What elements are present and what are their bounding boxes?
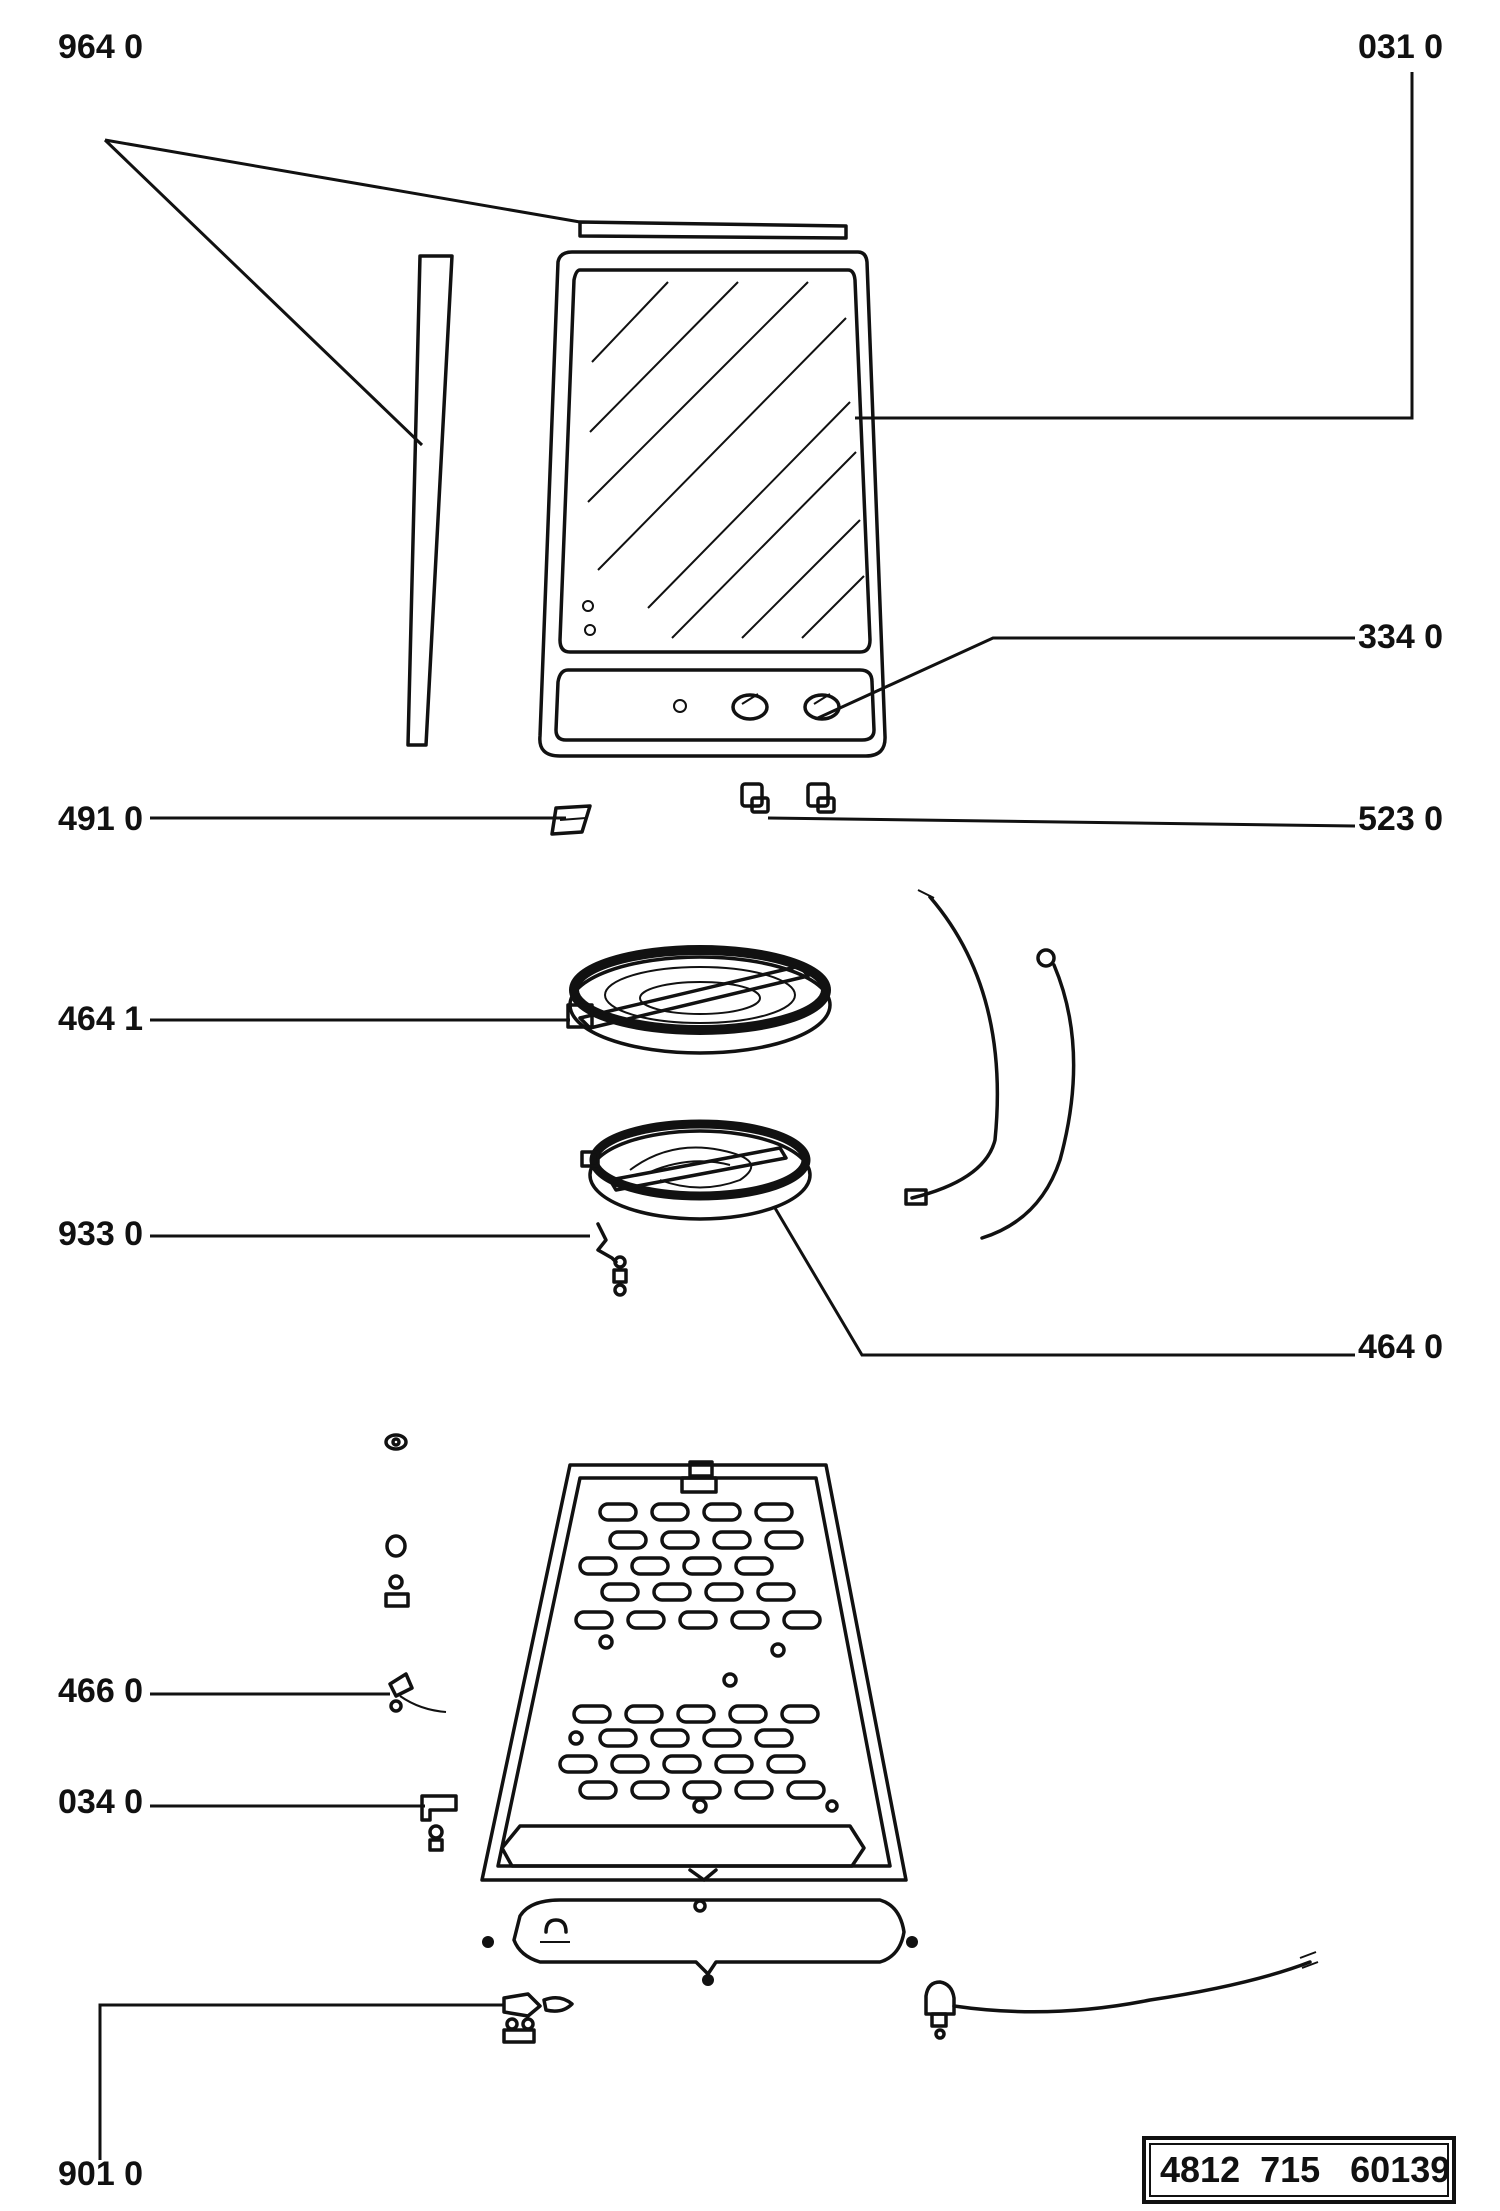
document-number: 4812 715 60139 bbox=[1160, 2149, 1450, 2190]
leader-lines bbox=[98, 72, 1414, 2160]
label-466-0: 466 0 bbox=[58, 1672, 143, 1710]
hot-plate-464-1 bbox=[566, 945, 832, 1055]
trim-strip-964 bbox=[406, 220, 848, 747]
document-number-box: 4812 715 60139 bbox=[1142, 2136, 1456, 2204]
base-tray bbox=[480, 1460, 908, 1882]
vent-holes-lower bbox=[558, 1704, 839, 1814]
switch-523 bbox=[740, 782, 836, 814]
fittings-left bbox=[384, 1433, 447, 1713]
label-964-0: 964 0 bbox=[58, 28, 143, 66]
label-464-1: 464 1 bbox=[58, 1000, 143, 1038]
glass-hatching bbox=[587, 281, 865, 639]
leader-964-0-top bbox=[104, 138, 581, 224]
leader-464-0 bbox=[773, 1207, 1355, 1357]
leader-964-0-side bbox=[103, 138, 424, 447]
label-523-0: 523 0 bbox=[1358, 800, 1443, 838]
leader-901-0 bbox=[98, 2003, 505, 2160]
bracket-034 bbox=[420, 1794, 458, 1852]
glass-hob-top bbox=[538, 250, 887, 758]
clip-491 bbox=[550, 804, 592, 836]
hot-plate-464-0 bbox=[580, 1119, 812, 1221]
control-knob-334 bbox=[731, 693, 841, 721]
leader-523-0 bbox=[767, 816, 1356, 828]
label-334-0: 334 0 bbox=[1358, 618, 1443, 656]
label-901-0: 901 0 bbox=[58, 2155, 143, 2193]
label-491-0: 491 0 bbox=[58, 800, 143, 838]
label-464-0: 464 0 bbox=[1358, 1328, 1443, 1366]
terminal-block-901 bbox=[502, 1992, 574, 2044]
label-031-0: 031 0 bbox=[1358, 28, 1443, 66]
terminal-933 bbox=[596, 1222, 628, 1297]
cable-harness bbox=[904, 889, 1076, 1240]
vent-holes-upper bbox=[574, 1502, 822, 1688]
leader-334-0 bbox=[817, 636, 1355, 720]
cover-plate bbox=[482, 1898, 918, 1986]
leader-031-0 bbox=[855, 72, 1414, 420]
power-cord bbox=[924, 1951, 1319, 2040]
label-034-0: 034 0 bbox=[58, 1783, 143, 1821]
label-933-0: 933 0 bbox=[58, 1215, 143, 1253]
